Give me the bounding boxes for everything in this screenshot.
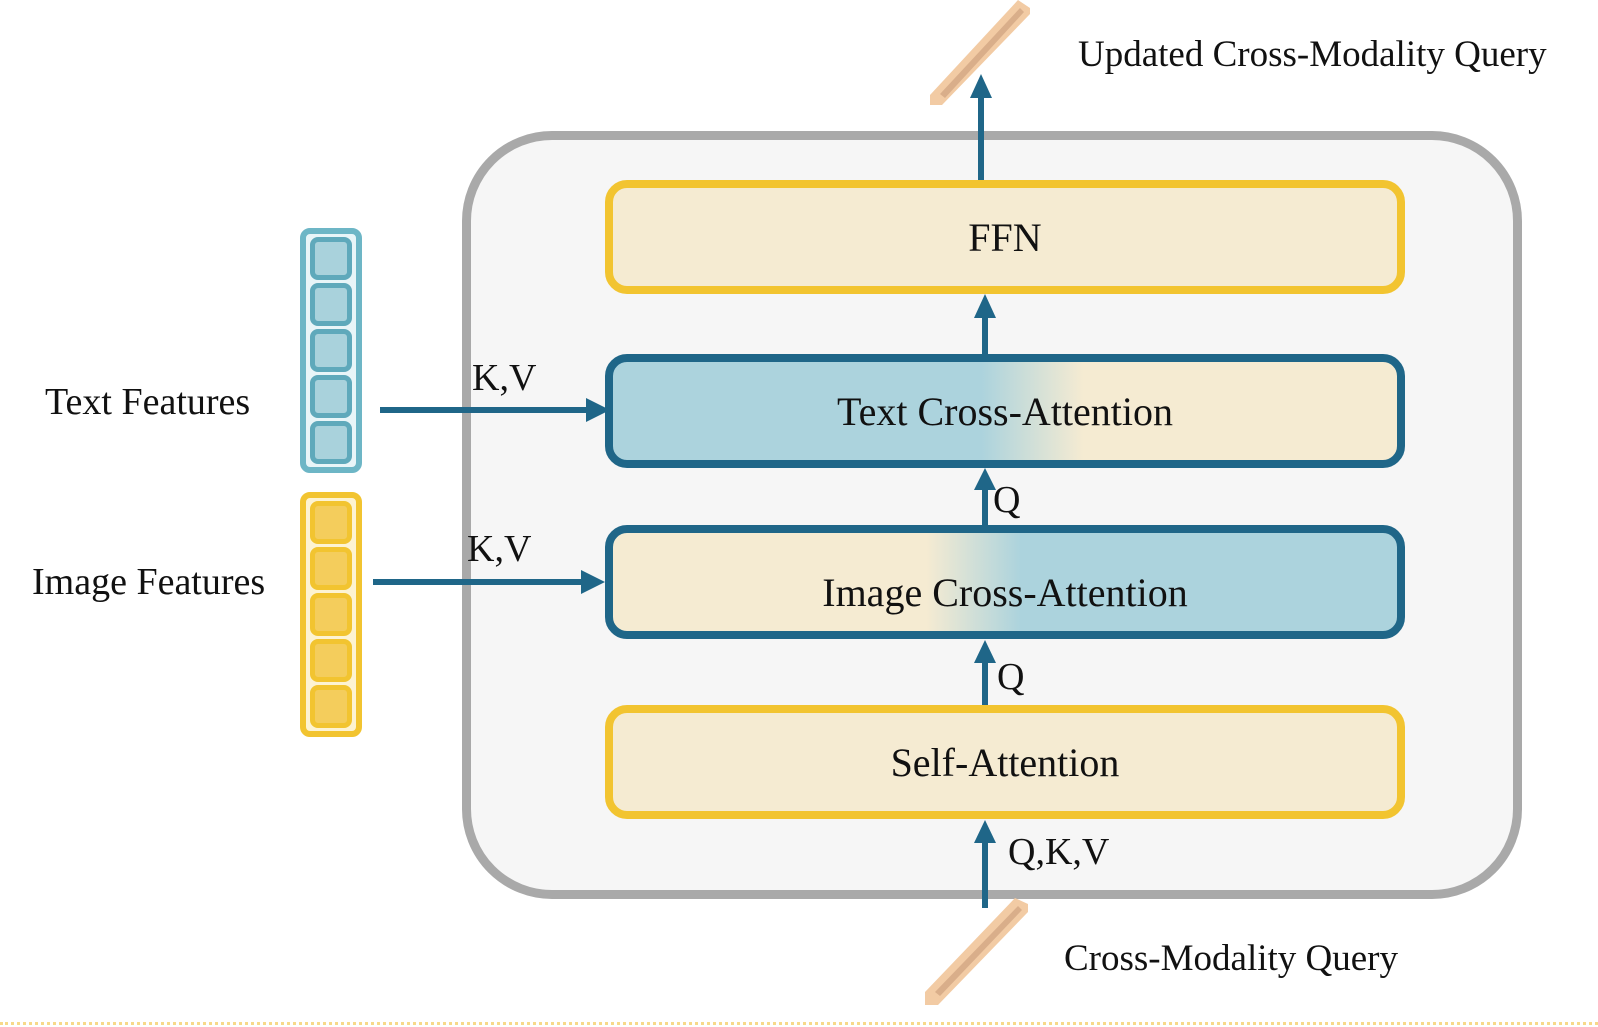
q-to-image-label: Q [997, 656, 1025, 698]
text-feature-cell [310, 421, 352, 464]
image-feature-cell [310, 685, 352, 728]
text-cross-attention-label: Text Cross-Attention [836, 388, 1174, 434]
ffn-block: FFN [605, 180, 1405, 294]
self-attention-block: Self-Attention [605, 705, 1405, 819]
input-query-token [925, 898, 1028, 1005]
text-features-label: Text Features [45, 381, 251, 423]
qkv-input-label: Q,K,V [1008, 831, 1110, 873]
text-feature-cell [310, 375, 352, 418]
output-query-token [930, 0, 1030, 105]
dotted-divider [0, 1022, 1598, 1025]
image-kv-label: K,V [467, 528, 532, 570]
image-features-label: Image Features [32, 561, 266, 603]
text-feature-cell [310, 237, 352, 280]
image-cross-attention-block: Image Cross-Attention [605, 525, 1405, 639]
image-features-vector [300, 492, 362, 737]
output-query-label: Updated Cross-Modality Query [1078, 34, 1547, 75]
image-feature-cell [310, 639, 352, 682]
image-cross-attention-label: Image Cross-Attention [822, 569, 1188, 615]
text-cross-attention-block: Text Cross-Attention [605, 354, 1405, 468]
text-kv-label: K,V [472, 357, 537, 399]
input-query-label: Cross-Modality Query [1064, 938, 1398, 979]
text-features-vector [300, 228, 362, 473]
self-attention-label: Self-Attention [890, 739, 1120, 785]
ffn-label: FFN [968, 214, 1042, 260]
image-feature-cell [310, 547, 352, 590]
image-feature-cell [310, 501, 352, 544]
text-feature-cell [310, 329, 352, 372]
image-feature-cell [310, 593, 352, 636]
q-to-text-label: Q [993, 479, 1021, 521]
text-feature-cell [310, 283, 352, 326]
